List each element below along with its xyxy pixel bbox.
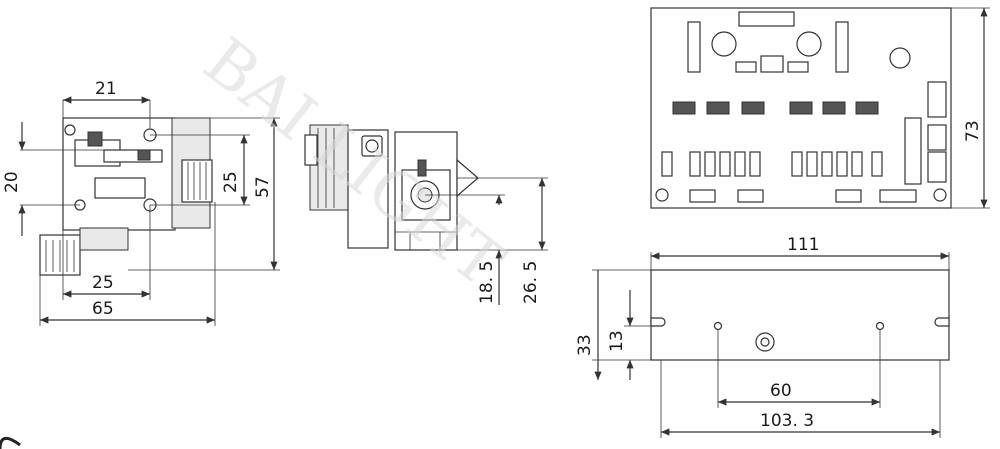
front-center-block (94, 177, 146, 199)
pcb-top-view (650, 7, 952, 209)
front-arm (103, 149, 163, 163)
dim-20: 20 (2, 171, 22, 193)
pcb-ic-3 (741, 101, 765, 115)
pcb-bottom-connector-2 (737, 189, 764, 203)
pcb-components-row (661, 151, 883, 177)
housing-slot-left (650, 317, 666, 327)
housing-dimensions: 111 33 13 60 103. 3 (575, 235, 950, 438)
dim-21: 21 (95, 79, 117, 99)
dim-25-vertical: 25 (221, 171, 241, 193)
front-lower-part (79, 227, 129, 251)
pcb-capacitor-2 (796, 31, 822, 57)
pcb-ic-4 (789, 101, 813, 115)
pcb-ic-6 (855, 101, 879, 115)
dim-25-horizontal: 25 (92, 273, 114, 293)
pcb-capacitor-3 (889, 47, 911, 69)
housing-hole-left (713, 321, 723, 331)
pcb-connector-right-3 (927, 151, 947, 183)
housing-slot-right (934, 317, 950, 327)
pcb-header-right (835, 21, 849, 73)
dim-65: 65 (92, 299, 114, 319)
pcb-bottom-connector-3 (835, 189, 862, 203)
front-screw-head (87, 131, 103, 147)
module-front-view (39, 117, 213, 276)
pcb-ic-5 (822, 101, 846, 115)
left-view-dimensions: 21 20 25 57 25 65 (2, 79, 280, 326)
pcb-bottom-connector-4 (879, 189, 917, 203)
pcb-ic-1 (672, 101, 696, 115)
side-hex-screw (365, 139, 379, 153)
dim-57: 57 (253, 176, 273, 198)
dim-13: 13 (607, 330, 627, 352)
dim-18-5: 18. 5 (477, 261, 497, 304)
pcb-ic-2 (706, 101, 730, 115)
pcb-capacitor-1 (711, 31, 737, 57)
pcb-bottom-connector-1 (689, 189, 716, 203)
housing-body (650, 269, 950, 361)
pcb-header-left (687, 21, 701, 73)
pcb-mount-hole-left (655, 188, 669, 202)
dim-26-5: 26. 5 (521, 261, 541, 304)
pcb-top-connector (738, 11, 795, 27)
dim-111: 111 (787, 235, 819, 255)
dim-33: 33 (575, 334, 595, 356)
pcb-dimensions: 73 (951, 7, 990, 209)
watermark-text: BAI LIGHT (190, 24, 517, 302)
middle-view-dimensions: 18. 5 26. 5 (425, 177, 548, 305)
pcb-connector-right-2 (927, 124, 947, 151)
dim-103-3: 103. 3 (760, 411, 814, 431)
front-screw-top (64, 124, 76, 136)
pcb-connector-right-1 (927, 81, 947, 118)
pcb-mount-hole-right (933, 188, 947, 202)
pcb-small-connector (760, 55, 784, 73)
pcb-ic-vertical (904, 117, 922, 185)
dim-73: 73 (963, 120, 983, 142)
dim-60: 60 (770, 381, 792, 401)
housing-view (650, 269, 950, 361)
front-heatsink (181, 159, 213, 203)
housing-hole-right (875, 321, 885, 331)
